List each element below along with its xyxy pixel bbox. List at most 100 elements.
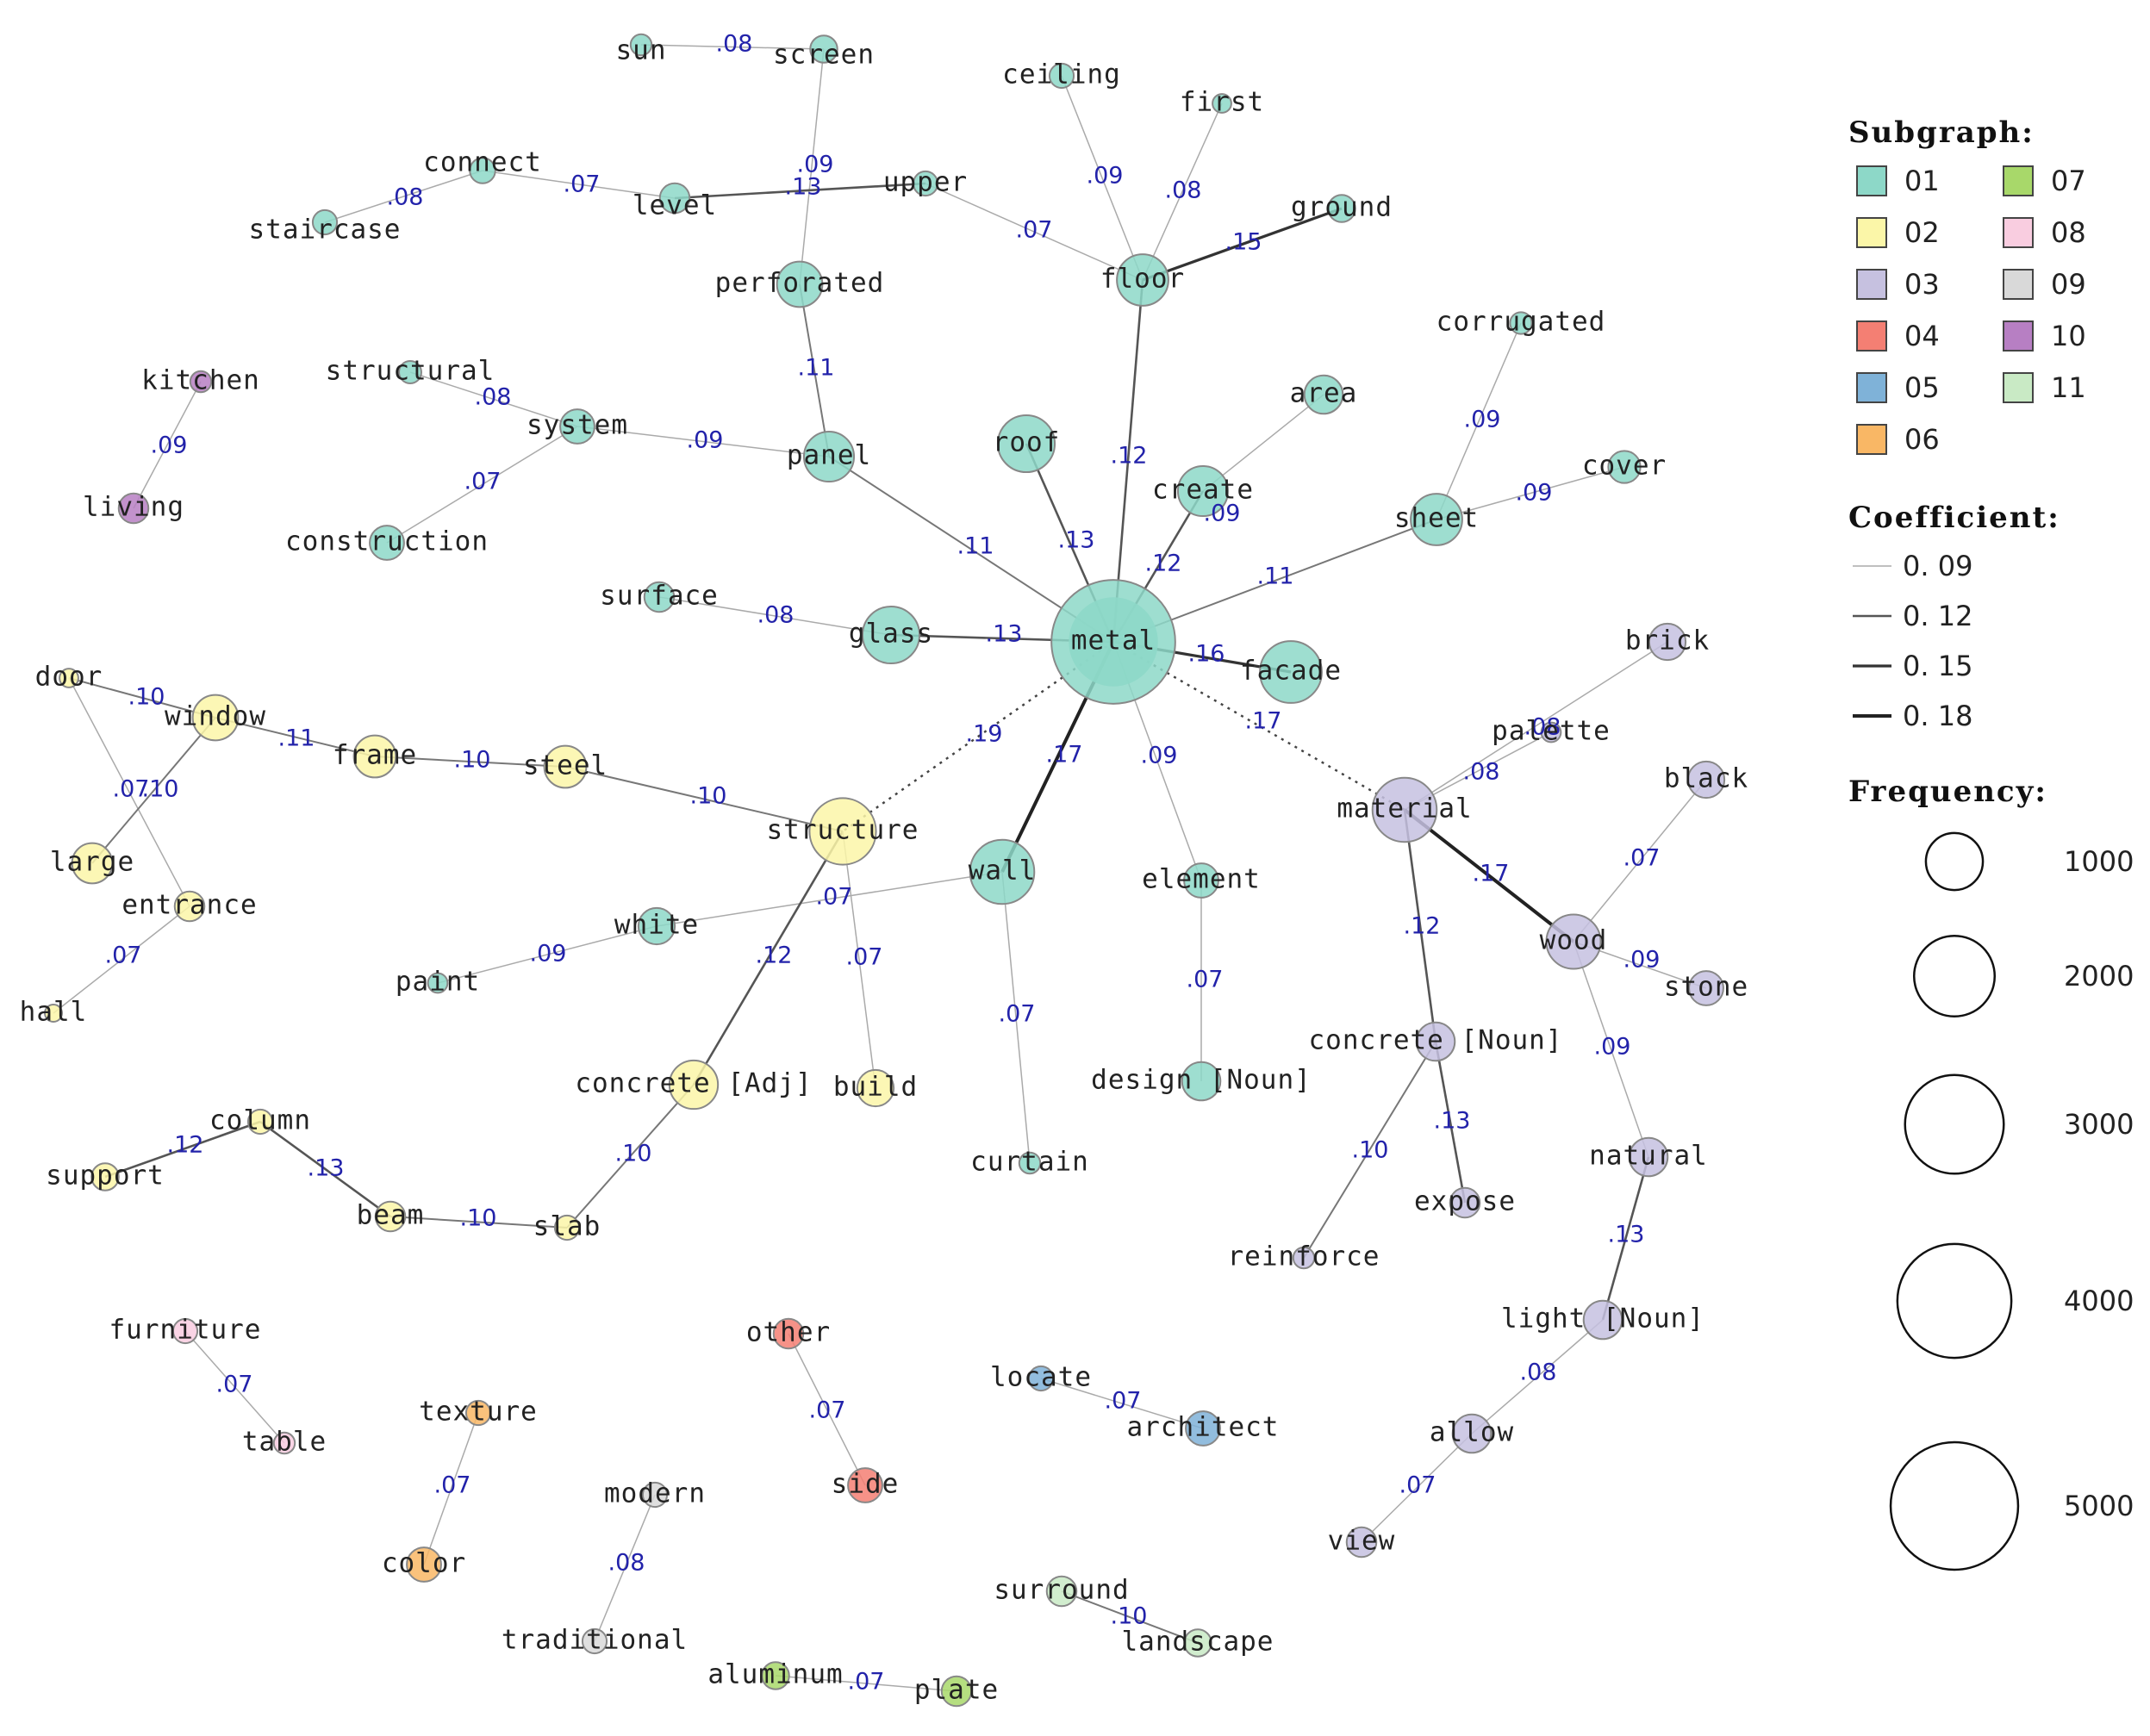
node-circle (658, 182, 691, 215)
node-column (246, 1108, 274, 1136)
edge-surface-glass (658, 596, 892, 636)
node-roof (996, 414, 1056, 474)
edge-label: .10 (142, 776, 179, 803)
legend-swatch (1856, 372, 1887, 403)
node-label-metal: metal (1071, 625, 1156, 656)
legend-swatch (2003, 165, 2034, 196)
node-label-hall: hall (20, 997, 88, 1028)
edge-first-floor (1142, 103, 1223, 281)
node-label-roof: roof (993, 427, 1061, 458)
node-circle (996, 414, 1056, 474)
edge-connect-level (482, 170, 676, 199)
node-circle (1509, 311, 1533, 335)
edge-concrete_noun-expose (1434, 1041, 1467, 1204)
legend-frequency-label: 4000 (2064, 1285, 2134, 1317)
edge-sun-screen (640, 44, 825, 50)
node-circle (1410, 493, 1463, 546)
node-circle (173, 890, 206, 923)
node-entrance (173, 890, 206, 923)
edge-label: .12 (1145, 551, 1182, 577)
node-staircase (311, 208, 339, 236)
edge-label: .10 (1352, 1137, 1389, 1164)
node-circle (1116, 253, 1169, 307)
edge-frame-steel (374, 756, 566, 768)
edge-label: .09 (1141, 743, 1178, 769)
node-create (1176, 464, 1230, 518)
edge-label: .10 (454, 747, 491, 774)
edge-label: .11 (957, 533, 994, 560)
node-circle (1545, 913, 1602, 970)
legend-frequency-label: 5000 (2064, 1490, 2134, 1522)
node-label-material: material (1337, 793, 1472, 824)
edge-light-allow (1471, 1319, 1604, 1434)
node-circle (808, 797, 877, 866)
node-label-concrete_adj: concrete [Adj] (575, 1068, 812, 1099)
node-label-surface: surface (600, 581, 719, 612)
node-modern (641, 1481, 669, 1509)
edge-label: .19 (966, 721, 1003, 748)
edge-label: .07 (809, 1397, 846, 1424)
node-label-element: element (1142, 864, 1261, 895)
edge-label: .13 (1434, 1108, 1471, 1135)
edge-label: .08 (1524, 714, 1561, 741)
node-label-wall: wall (969, 856, 1037, 887)
legend-subgraph-item: 03 (1856, 268, 1940, 301)
node-circle (940, 1675, 973, 1708)
edge-support-column (104, 1120, 261, 1179)
node-first (1212, 93, 1232, 114)
node-circle (559, 408, 595, 445)
node-color (406, 1546, 442, 1583)
node-natural (1628, 1136, 1669, 1178)
node-label-level: level (633, 190, 717, 221)
node-circle (1212, 93, 1232, 114)
legend-subgraph-item: 01 (1856, 165, 1940, 197)
node-label-steel: steel (523, 750, 608, 781)
legend-subgraph-item: 02 (1856, 216, 1940, 249)
edge-label: .10 (460, 1205, 497, 1232)
node-circle (776, 260, 824, 308)
edge-label: .09 (1594, 1034, 1631, 1061)
node-circle (643, 581, 676, 613)
edge-label: .07 (464, 469, 502, 495)
node-label-sheet: sheet (1394, 503, 1479, 534)
node-label-white: white (614, 910, 699, 941)
node-label-side: side (832, 1469, 900, 1500)
edge-label: .09 (1087, 163, 1124, 190)
node-circle (772, 1317, 805, 1350)
node-label-area: area (1290, 378, 1358, 409)
node-circle (1688, 970, 1724, 1006)
node-circle (246, 1108, 274, 1136)
edge-label: .17 (1473, 861, 1510, 887)
node-label-allow: allow (1430, 1417, 1514, 1448)
legend-swatch (2003, 269, 2034, 300)
node-label-create: create (1152, 475, 1254, 506)
edge-door-window (68, 677, 216, 719)
edge-label: .12 (167, 1132, 204, 1159)
node-circle (1018, 1151, 1042, 1175)
edge-label: .07 (105, 943, 142, 969)
node-label-ground: ground (1291, 192, 1393, 223)
legend-coefficient-title: Coefficient: (1848, 501, 2060, 535)
node-circle (1176, 464, 1230, 518)
node-structural (398, 360, 422, 384)
node-label-perforated: perforated (715, 268, 885, 299)
node-circle (1582, 1299, 1623, 1341)
node-other (772, 1317, 805, 1350)
edge-label: .16 (1188, 641, 1225, 668)
node-label-natural: natural (1589, 1141, 1708, 1172)
edge-natural-light (1601, 1156, 1650, 1321)
node-circle (1540, 721, 1562, 744)
node-circle (1607, 450, 1642, 484)
node-circle (464, 1399, 492, 1427)
edge-label: .09 (1623, 947, 1661, 974)
edge-label: .07 (564, 171, 601, 198)
node-beam (374, 1200, 407, 1233)
node-curtain (1018, 1151, 1042, 1175)
legend-frequency-circle (1904, 1073, 2005, 1175)
edge-label: .11 (278, 725, 315, 752)
edge-level-upper (674, 182, 926, 200)
node-element (1183, 862, 1219, 899)
edge-surround-landscape (1061, 1590, 1199, 1644)
legend-coefficient-label: 0. 12 (1903, 600, 1972, 632)
